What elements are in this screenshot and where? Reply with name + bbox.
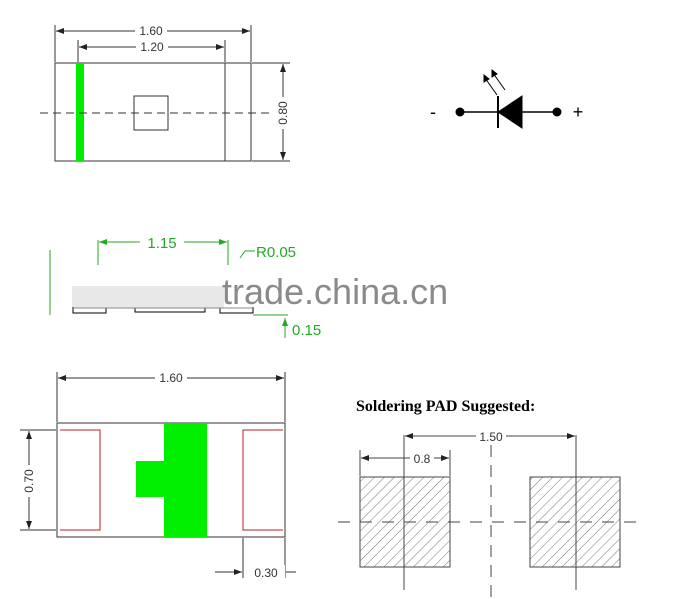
pad-pitch-label: 1.50 [479,430,503,444]
polarity-mark [136,423,207,537]
minus-sign: - [430,102,436,122]
cathode-mark [76,63,84,161]
watermark: trade.china.cn [222,271,448,312]
side-height-label: 0.15 [292,322,321,339]
radius-label: R0.05 [256,244,296,261]
bottom-length-label: 1.60 [159,371,183,385]
led-symbol [455,68,562,129]
bottom-width-label: 0.70 [22,469,36,493]
pad-title: Soldering PAD Suggested: [356,398,535,415]
plus-sign: + [573,102,584,122]
solder-pads [338,433,645,599]
pad-width-label: 0.8 [414,452,431,466]
side-length-label: 1.15 [147,235,176,252]
top-width-label: 0.80 [276,101,290,125]
pad-size-label: 0.30 [254,566,278,580]
top-length-label: 1.60 [139,24,163,38]
bottom-view [20,372,296,578]
top-inner-length-label: 1.20 [140,40,164,54]
